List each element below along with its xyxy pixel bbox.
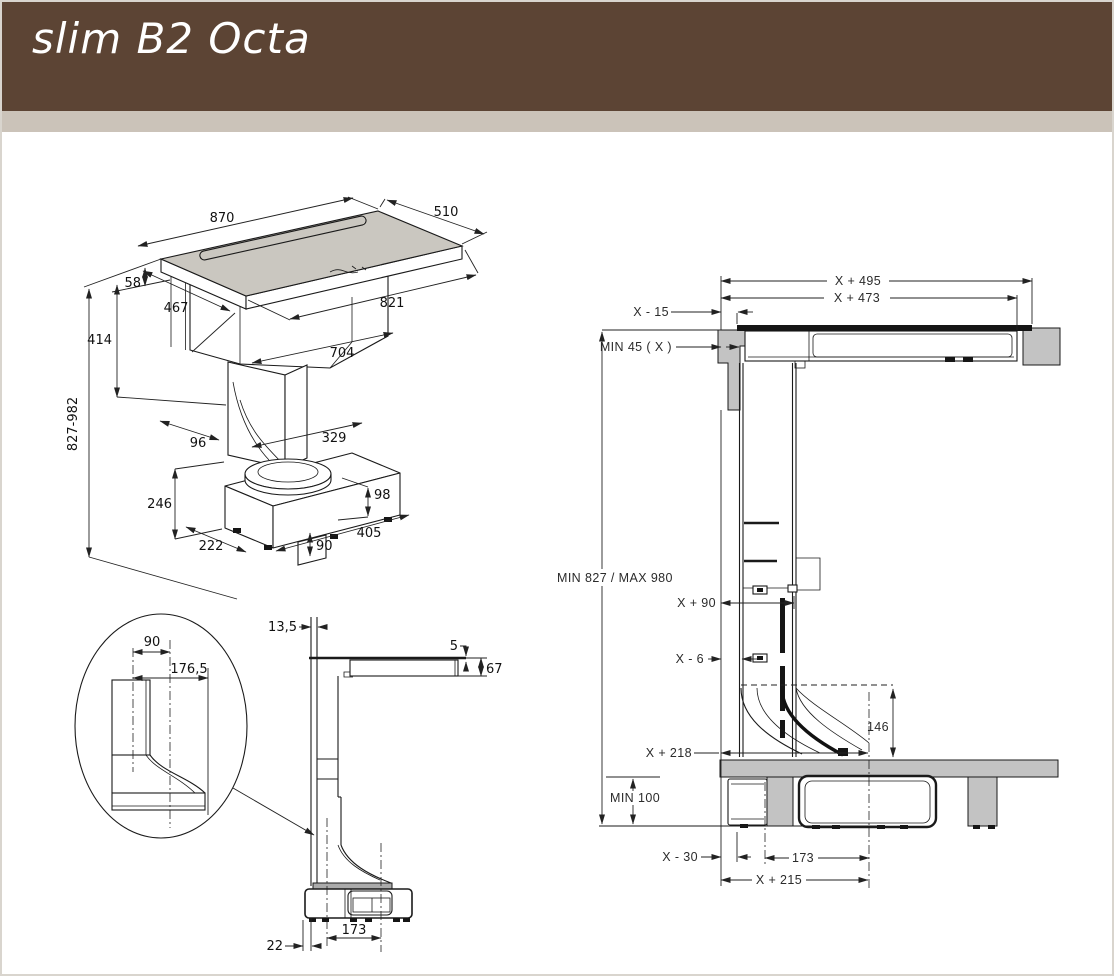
dim-detail-176-5: 176,5 bbox=[170, 662, 207, 677]
technical-drawings: 870 510 58 467 821 414 704 827-982 96 32… bbox=[66, 196, 1061, 954]
dim-67: 67 bbox=[486, 662, 503, 677]
dim-x-minus-6: X - 6 bbox=[676, 652, 704, 666]
dim-x-plus-215: X + 215 bbox=[756, 873, 802, 887]
left-counter-block bbox=[717, 329, 746, 411]
dim-246: 246 bbox=[147, 497, 172, 512]
dim-90-outlet: 90 bbox=[316, 539, 333, 554]
dim-22: 22 bbox=[266, 939, 283, 954]
dim-x-plus-90: X + 90 bbox=[677, 596, 716, 610]
dim-870: 870 bbox=[210, 211, 235, 226]
right-counter-block bbox=[1022, 327, 1061, 366]
dim-96: 96 bbox=[190, 436, 207, 451]
dim-414: 414 bbox=[87, 333, 112, 348]
page-title: slim B2 Octa bbox=[32, 14, 311, 63]
dim-821: 821 bbox=[380, 296, 405, 311]
dim-704: 704 bbox=[330, 346, 355, 361]
dim-x-plus-218: X + 218 bbox=[646, 746, 692, 760]
isometric-view: 870 510 58 467 821 414 704 827-982 96 32… bbox=[66, 196, 488, 600]
dim-405: 405 bbox=[357, 526, 382, 541]
dim-146: 146 bbox=[867, 720, 889, 734]
dim-x-plus-495: X + 495 bbox=[835, 274, 881, 288]
installation-view: X + 495 X + 473 X - 15 MIN 45 ( X ) MIN … bbox=[556, 274, 1061, 888]
dim-detail-90: 90 bbox=[144, 635, 161, 650]
dim-install-173: 173 bbox=[792, 851, 814, 865]
dim-x-minus-15: X - 15 bbox=[633, 305, 669, 319]
dim-13-5: 13,5 bbox=[268, 620, 297, 635]
dim-min-45: MIN 45 ( X ) bbox=[600, 340, 672, 354]
shelf-panel bbox=[719, 759, 1059, 778]
dim-827-982: 827-982 bbox=[66, 397, 81, 451]
left-support bbox=[766, 776, 794, 827]
detail-leader-arrow bbox=[232, 787, 315, 836]
dim-467: 467 bbox=[164, 301, 189, 316]
dim-x-plus-473: X + 473 bbox=[834, 291, 880, 305]
detail-circle bbox=[74, 613, 248, 839]
dim-side-173: 173 bbox=[342, 923, 367, 938]
dim-329: 329 bbox=[322, 431, 347, 446]
dim-510: 510 bbox=[434, 205, 459, 220]
glass-section bbox=[737, 325, 1032, 331]
dim-58: 58 bbox=[124, 276, 141, 291]
dim-x-minus-30: X - 30 bbox=[662, 850, 698, 864]
title-underline-strip bbox=[2, 111, 1112, 132]
dim-5: 5 bbox=[450, 639, 458, 654]
dim-98: 98 bbox=[374, 488, 391, 503]
blower-unit bbox=[797, 774, 938, 829]
side-view: 90 176,5 bbox=[74, 613, 503, 954]
title-bar: slim B2 Octa bbox=[2, 2, 1112, 111]
dim-min-100: MIN 100 bbox=[610, 791, 660, 805]
dim-222: 222 bbox=[199, 539, 224, 554]
right-support bbox=[967, 776, 998, 827]
dim-height-range: MIN 827 / MAX 980 bbox=[557, 571, 673, 585]
